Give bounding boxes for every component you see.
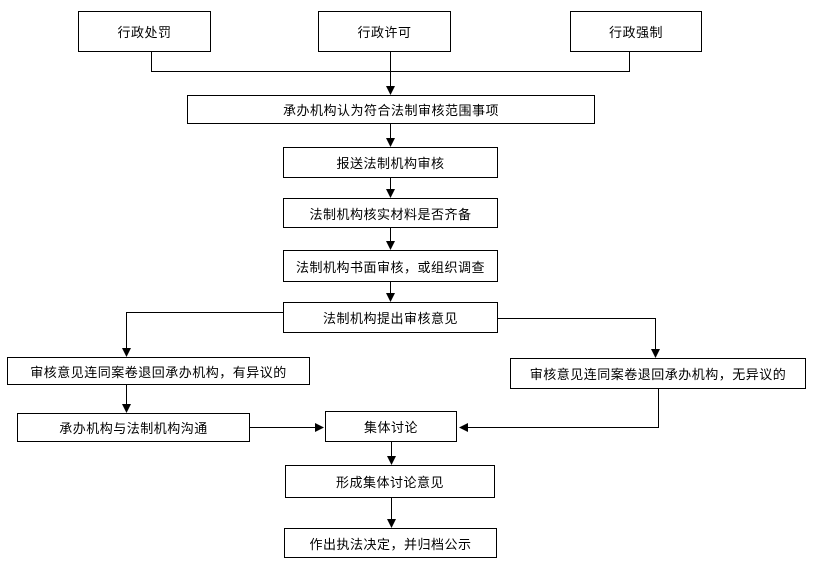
edge-discussion-to-form-opinion bbox=[387, 442, 396, 465]
edge-objection-to-communicate bbox=[122, 385, 131, 413]
edge-written-to-opinion bbox=[386, 282, 395, 302]
edge-opinion-to-objection bbox=[122, 311, 283, 357]
edge-line bbox=[498, 317, 657, 349]
arrowhead-down-icon bbox=[386, 241, 395, 250]
node-form-group-opinion: 形成集体讨论意见 bbox=[285, 465, 495, 498]
node-communicate: 承办机构与法制机构沟通 bbox=[17, 413, 250, 442]
node-verify-materials: 法制机构核实材料是否齐备 bbox=[283, 198, 498, 228]
node-admin-license: 行政许可 bbox=[318, 11, 451, 52]
edge-no-objection-to-discussion bbox=[459, 389, 660, 432]
edge-opinion-to-no-objection bbox=[498, 317, 660, 358]
node-submit-for-review: 报送法制机构审核 bbox=[283, 147, 498, 178]
arrowhead-down-icon bbox=[387, 456, 396, 465]
arrowhead-down-icon bbox=[386, 189, 395, 198]
node-issue-review-opinion: 法制机构提出审核意见 bbox=[283, 302, 498, 333]
edge-communicate-to-discussion bbox=[250, 423, 324, 432]
node-return-with-objection: 审核意见连同案卷退回承办机构，有异议的 bbox=[7, 357, 310, 385]
node-group-discussion: 集体讨论 bbox=[325, 411, 457, 442]
edge-verify-to-written bbox=[386, 228, 395, 250]
arrowhead-left-icon bbox=[459, 423, 468, 432]
edge-top-join bbox=[150, 52, 631, 73]
node-return-no-objection: 审核意见连同案卷退回承办机构，无异议的 bbox=[510, 358, 806, 389]
edge-line bbox=[150, 52, 631, 73]
node-within-review-scope: 承办机构认为符合法制审核范围事项 bbox=[187, 95, 595, 124]
node-admin-penalty: 行政处罚 bbox=[78, 11, 211, 52]
node-written-review: 法制机构书面审核，或组织调查 bbox=[283, 250, 498, 282]
arrowhead-down-icon bbox=[386, 86, 395, 95]
edge-line bbox=[125, 311, 283, 348]
arrowhead-down-icon bbox=[386, 138, 395, 147]
node-admin-compulsion: 行政强制 bbox=[570, 11, 702, 52]
edge-license-to-scope bbox=[386, 52, 395, 95]
edge-form-opinion-to-decision bbox=[387, 498, 396, 528]
edge-line bbox=[468, 389, 660, 429]
arrowhead-down-icon bbox=[386, 293, 395, 302]
arrowhead-down-icon bbox=[387, 519, 396, 528]
arrowhead-down-icon bbox=[122, 404, 131, 413]
edge-submit-to-verify bbox=[386, 178, 395, 198]
node-make-decision-archive: 作出执法决定，并归档公示 bbox=[284, 528, 497, 558]
arrowhead-down-icon bbox=[122, 348, 131, 357]
arrowhead-down-icon bbox=[651, 349, 660, 358]
arrowhead-right-icon bbox=[315, 423, 324, 432]
edge-scope-to-submit bbox=[386, 124, 395, 147]
